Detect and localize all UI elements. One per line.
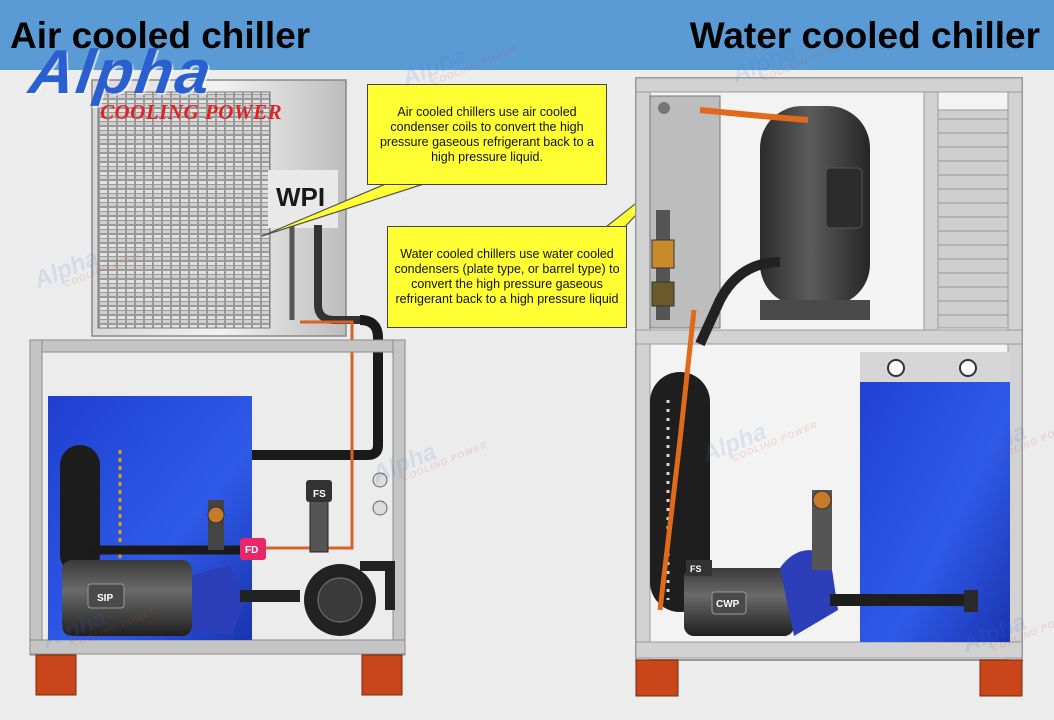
cabinet-fan-panel [937, 109, 1009, 329]
callout-air-cooled: Air cooled chillers use air cooled conde… [367, 84, 607, 185]
frame-bottom-rail [29, 639, 406, 655]
flow-detector [240, 538, 266, 560]
foot-left-1 [35, 654, 77, 696]
header-band [0, 0, 1054, 70]
air-cooled-title: Air cooled chiller [10, 15, 311, 56]
pump-head-air [192, 565, 245, 635]
logo-tagline: COOLING POWER [100, 100, 283, 124]
flow-switch-label: FS [313, 489, 326, 500]
foot-right-1 [635, 659, 679, 697]
foot-left-2 [361, 654, 403, 696]
water-cooled-title: Water cooled chiller [689, 15, 1040, 56]
compressor [760, 106, 870, 306]
motor-water-label: CWP [716, 599, 740, 610]
motor-air-label: SIP [97, 593, 113, 604]
frame-top-rail [29, 339, 406, 353]
logo-word: Alpha [25, 38, 218, 107]
callout-water-cooled: Water cooled chillers use water cooled c… [387, 226, 627, 328]
foot-right-2 [979, 659, 1023, 697]
condenser-grille [97, 91, 271, 329]
water-mid-shelf [635, 329, 1023, 345]
discharge-line [699, 107, 809, 123]
evaporator-coil [60, 445, 100, 575]
flow-switch-water-label: FS [690, 564, 702, 574]
flow-detector-label: FD [245, 545, 258, 556]
air-cooled-unit [29, 79, 406, 696]
liquid-line-orange [657, 309, 697, 611]
water-tank-water [860, 352, 1010, 642]
pump-head-water [780, 550, 838, 636]
pump-motor-air [62, 560, 192, 636]
water-cooled-unit [635, 77, 1023, 697]
alpha-logo: Alpha COOLING POWER [24, 38, 294, 140]
refrigerant-line-black [80, 315, 383, 460]
condenser-brand-label: WPI [276, 182, 325, 212]
refrigerant-line-orange [250, 320, 354, 550]
